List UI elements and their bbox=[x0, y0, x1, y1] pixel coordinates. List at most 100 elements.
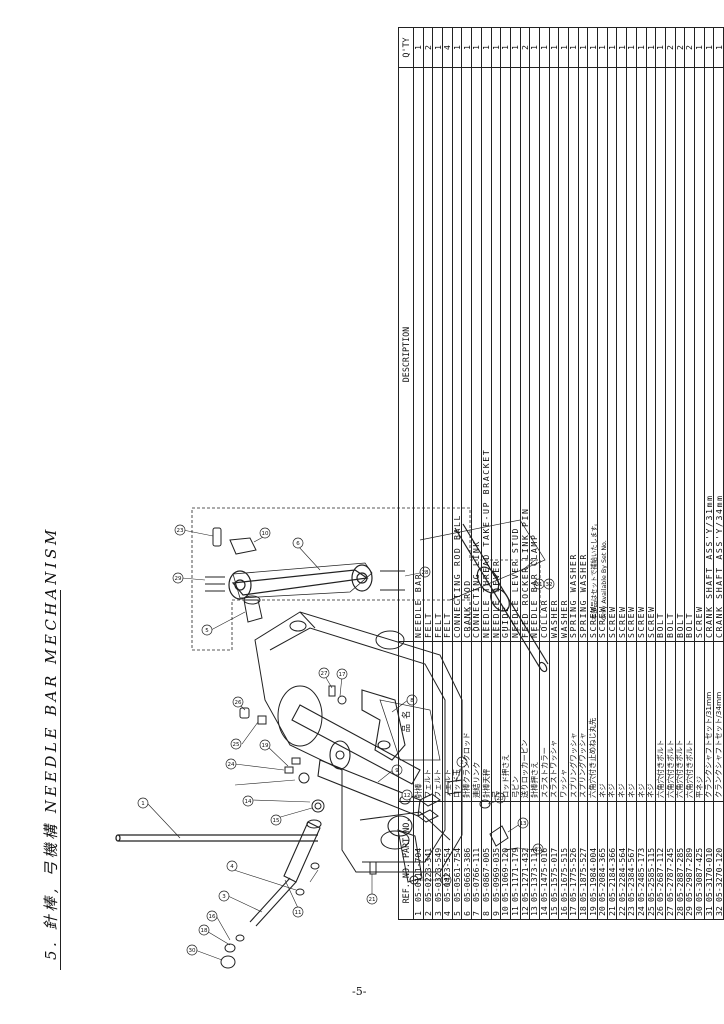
ref-number: 29 bbox=[684, 906, 695, 916]
part-number: 05-0766-111 bbox=[471, 847, 482, 902]
ref-part-cell: 2605-2687-112 bbox=[655, 801, 666, 920]
name-cell: 六角穴付き止めねじ丸先 bbox=[587, 641, 598, 802]
description-cell: NEEDLE BAR CLAMP bbox=[529, 67, 540, 642]
callout-8: 8 bbox=[406, 694, 418, 706]
qty-cell: 1 bbox=[558, 27, 569, 68]
svg-text:23: 23 bbox=[177, 528, 184, 534]
callout-1: 1 bbox=[137, 797, 149, 809]
ref-number: 1 bbox=[413, 911, 424, 916]
ref-number: 26 bbox=[655, 906, 666, 916]
description-cell: SCREW bbox=[616, 67, 627, 642]
callout-9: 9 bbox=[391, 764, 403, 776]
ref-part-cell: 2005-2084-365 bbox=[597, 801, 608, 920]
part-number: 05-0223-341 bbox=[423, 847, 433, 902]
leader-lines bbox=[147, 529, 536, 961]
ref-number: 21 bbox=[607, 906, 617, 916]
ref-part-cell: 405-0423-554 bbox=[442, 801, 453, 920]
name-cell: ネジ bbox=[646, 641, 656, 802]
ref-number: 16 bbox=[558, 906, 569, 916]
part-number: 05-1271-432 bbox=[520, 847, 530, 902]
qty-cell: 2 bbox=[684, 27, 695, 68]
svg-text:18: 18 bbox=[201, 928, 208, 934]
svg-text:10: 10 bbox=[262, 531, 269, 537]
crank-rod-inset-outline bbox=[191, 507, 541, 651]
name-cell: ロッド押さえ bbox=[500, 641, 511, 802]
part-number: 05-1069-120 bbox=[500, 847, 511, 902]
qty-cell: 1 bbox=[461, 27, 472, 68]
callout-14: 14 bbox=[242, 795, 254, 807]
svg-text:15: 15 bbox=[273, 818, 280, 824]
part-number: 05-3087-425 bbox=[694, 847, 705, 902]
svg-text:6: 6 bbox=[296, 541, 300, 547]
svg-text:24: 24 bbox=[228, 762, 235, 768]
callout-27: 27 bbox=[318, 667, 330, 679]
callout-19: 19 bbox=[259, 739, 271, 751]
qty-cell: 1 bbox=[529, 27, 540, 68]
ref-part-cell: 805-0867-005 bbox=[481, 801, 491, 920]
part-number: 05-2184-366 bbox=[607, 847, 617, 902]
ref-number: 19 bbox=[587, 906, 598, 916]
description-cell: SCREW bbox=[587, 67, 598, 642]
ref-part-cell: 2405-2485-173 bbox=[636, 801, 646, 920]
ref-part-cell: 705-0766-111 bbox=[471, 801, 482, 920]
svg-text:27: 27 bbox=[321, 671, 328, 677]
crank-shaft bbox=[454, 523, 549, 673]
qty-cell: 1 bbox=[568, 27, 579, 68]
part-number: 05-2585-115 bbox=[646, 847, 656, 902]
part-number: 05-2787-245 bbox=[665, 847, 676, 902]
part-number: 05-2284-564 bbox=[616, 847, 627, 902]
description-cell: FELT bbox=[432, 67, 443, 642]
qty-cell: 1 bbox=[413, 27, 424, 68]
qty-cell: 1 bbox=[694, 27, 705, 68]
part-number: 05-2987-289 bbox=[684, 847, 695, 902]
ref-part-cell: 1505-1575-017 bbox=[549, 801, 559, 920]
ref-part-cell: 2505-2585-115 bbox=[646, 801, 656, 920]
qty-cell: 1 bbox=[481, 27, 491, 68]
ref-number: 17 bbox=[568, 906, 579, 916]
ref-part-cell: 505-0561-754 bbox=[452, 801, 462, 920]
callout-30: 30 bbox=[186, 944, 198, 956]
description-cell: COLLAR bbox=[539, 67, 550, 642]
qty-cell: 2 bbox=[665, 27, 676, 68]
qty-cell: 2 bbox=[423, 27, 433, 68]
description-cell: NEEDLE BAR bbox=[413, 67, 424, 642]
ref-part-cell: 905-0969-035 bbox=[491, 801, 501, 920]
ref-part-cell: 1705-1775-526 bbox=[568, 801, 579, 920]
callout-17: 17 bbox=[336, 668, 348, 680]
callout-13: 13 bbox=[517, 817, 529, 829]
callout-6: 6 bbox=[292, 537, 304, 549]
callout-20: 20 bbox=[494, 792, 506, 804]
name-cell: 弓 bbox=[491, 641, 501, 802]
parts-list-table: REF. NO. PART NO. 品 名 DESCRIPTION Q'TY 1… bbox=[398, 27, 724, 920]
name-cell: 六角穴付きボルト bbox=[655, 641, 666, 802]
description-cell: SCREW bbox=[694, 67, 705, 642]
svg-text:26: 26 bbox=[235, 700, 242, 706]
ref-number: 31 bbox=[704, 906, 714, 916]
table-header-row: REF. NO. PART NO. 品 名 DESCRIPTION Q'TY bbox=[398, 27, 414, 920]
description-cell: NEEDLE LEVER bbox=[491, 67, 501, 642]
qty-cell: 1 bbox=[510, 27, 521, 68]
description-cell: BOLT bbox=[684, 67, 695, 642]
description-cell: SPRING WASHER bbox=[578, 67, 588, 642]
ref-part-cell: 605-0663-386 bbox=[461, 801, 472, 920]
callout-16: 16 bbox=[206, 910, 218, 922]
ref-part-cell: 2305-2384-567 bbox=[626, 801, 637, 920]
col-header-description: DESCRIPTION bbox=[398, 67, 414, 642]
name-cell: ネジ bbox=[607, 641, 617, 802]
section-title: 5. 針棒, 弓機構 NEEDLE BAR MECHANISM bbox=[42, 526, 60, 960]
svg-text:14: 14 bbox=[245, 799, 252, 805]
description-cell: CONNECTING ROD BALL bbox=[452, 67, 462, 642]
svg-text:30: 30 bbox=[189, 948, 196, 954]
qty-cell: 1 bbox=[616, 27, 627, 68]
callout-25: 25 bbox=[230, 738, 242, 750]
